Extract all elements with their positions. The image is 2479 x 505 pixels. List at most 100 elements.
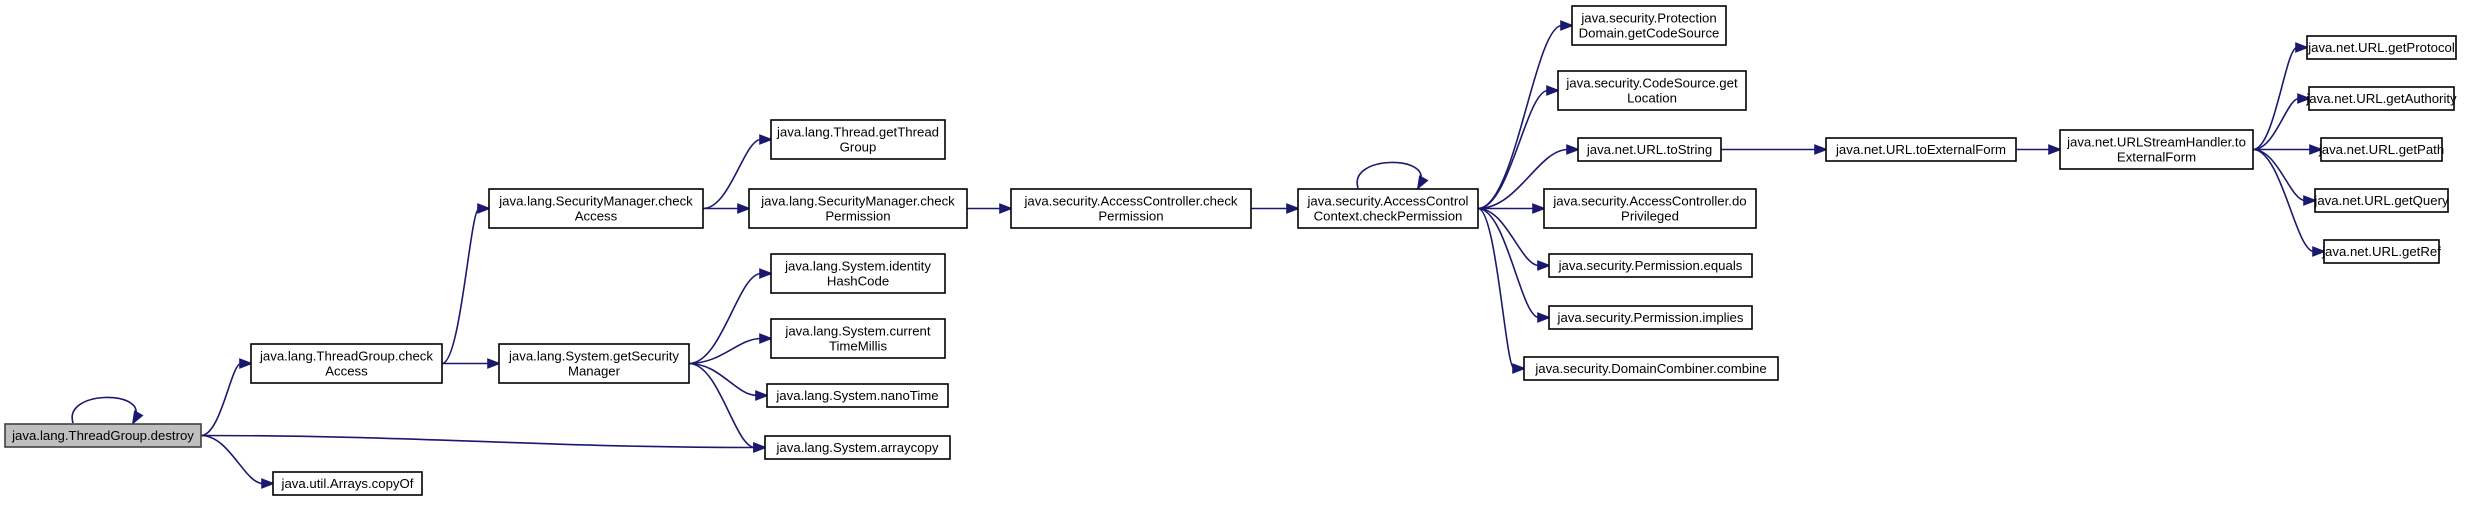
node-label-line: java.lang.SecurityManager.check bbox=[498, 194, 693, 209]
node-n19[interactable]: java.security.DomainCombiner.combine bbox=[1523, 356, 1779, 381]
edge-path bbox=[200, 434, 264, 485]
edge-arrowhead bbox=[737, 203, 752, 214]
self-loop-path bbox=[71, 396, 137, 424]
node-n18[interactable]: java.security.Permission.implies bbox=[1548, 305, 1753, 330]
node-box bbox=[766, 383, 949, 408]
edge-path bbox=[702, 138, 762, 210]
node-n12[interactable]: java.security.AccessControlContext.check… bbox=[1297, 188, 1479, 229]
node-label-line: Access bbox=[575, 209, 618, 224]
node-n25[interactable]: java.net.URL.getQuery bbox=[2313, 188, 2449, 213]
edge-path bbox=[200, 434, 756, 449]
edge-path bbox=[441, 207, 480, 365]
edge-arrowhead bbox=[487, 358, 502, 369]
node-label-line: java.security.Permission.equals bbox=[1558, 258, 1743, 273]
node-label-line: java.security.AccessController.check bbox=[1023, 194, 1237, 209]
node-label-line: java.lang.Thread.getThread bbox=[776, 125, 939, 140]
node-label-line: TimeMillis bbox=[829, 339, 888, 354]
edge-path bbox=[688, 362, 756, 449]
edge-arrowhead bbox=[1537, 312, 1552, 323]
node-label-line: java.security.AccessController.do bbox=[1552, 194, 1746, 209]
node-n10[interactable]: java.lang.System.arraycopy bbox=[764, 435, 951, 460]
node-box bbox=[1010, 188, 1252, 229]
node-n21[interactable]: java.net.URLStreamHandler.toExternalForm bbox=[2059, 129, 2254, 170]
edge-arrowhead bbox=[1546, 85, 1561, 96]
edge-n21-to-n22 bbox=[2252, 42, 2310, 151]
edge-path bbox=[688, 362, 758, 397]
node-n20[interactable]: java.net.URL.toExternalForm bbox=[1825, 137, 2017, 162]
edge-n12-to-n15 bbox=[1477, 144, 1581, 210]
node-box bbox=[1825, 137, 2017, 162]
node-n17[interactable]: java.security.Permission.equals bbox=[1548, 253, 1753, 278]
edge-arrowhead bbox=[1512, 363, 1527, 374]
node-label-line: java.security.Protection bbox=[1580, 11, 1716, 26]
edge-path bbox=[2252, 97, 2300, 151]
node-n9[interactable]: java.lang.System.nanoTime bbox=[766, 383, 949, 408]
edge-n0-to-n2 bbox=[200, 434, 276, 489]
self-loop-path bbox=[1356, 161, 1422, 189]
edge-n11-to-n12 bbox=[1250, 203, 1301, 214]
edge-path bbox=[1477, 207, 1540, 267]
node-label-line: java.lang.System.current bbox=[784, 324, 930, 339]
edge-n3-to-n6 bbox=[702, 203, 752, 214]
node-box bbox=[498, 343, 690, 384]
node-box bbox=[1557, 70, 1747, 111]
node-box bbox=[764, 435, 951, 460]
node-label-line: java.security.AccessControl bbox=[1307, 194, 1469, 209]
node-label-line: java.net.URL.toExternalForm bbox=[1835, 142, 2006, 157]
node-box bbox=[1571, 5, 1727, 46]
node-n11[interactable]: java.security.AccessController.checkPerm… bbox=[1010, 188, 1252, 229]
node-n23[interactable]: java.net.URL.getAuthority bbox=[2305, 86, 2457, 111]
edge-arrowhead bbox=[1566, 144, 1581, 155]
node-box bbox=[770, 318, 946, 359]
edge-n4-to-n8 bbox=[688, 333, 774, 365]
node-box bbox=[2320, 137, 2443, 162]
node-box bbox=[2314, 188, 2449, 213]
edge-n0-to-n10 bbox=[200, 434, 768, 453]
node-n0[interactable]: java.lang.ThreadGroup.destroy bbox=[4, 423, 202, 448]
node-box bbox=[4, 423, 202, 448]
node-n2[interactable]: java.util.Arrays.copyOf bbox=[272, 471, 423, 496]
node-label-line: Privileged bbox=[1621, 209, 1679, 224]
node-n26[interactable]: java.net.URL.getRef bbox=[2321, 239, 2441, 264]
node-n15[interactable]: java.net.URL.toString bbox=[1577, 137, 1722, 162]
edge-n1-to-n4 bbox=[441, 358, 502, 369]
edge-n21-to-n23 bbox=[2252, 93, 2312, 151]
node-label-line: Permission bbox=[1098, 209, 1163, 224]
edge-n21-to-n25 bbox=[2252, 148, 2318, 206]
node-label-line: java.lang.SecurityManager.check bbox=[760, 194, 955, 209]
node-label-line: java.lang.System.nanoTime bbox=[775, 388, 938, 403]
node-box bbox=[2323, 239, 2440, 264]
node-n13[interactable]: java.security.ProtectionDomain.getCodeSo… bbox=[1571, 5, 1727, 46]
edge-n15-to-n20 bbox=[1721, 144, 1829, 155]
node-n24[interactable]: java.net.URL.getPath bbox=[2318, 137, 2444, 162]
node-n6[interactable]: java.lang.SecurityManager.checkPermissio… bbox=[748, 188, 968, 229]
edge-n12-to-n14 bbox=[1477, 85, 1561, 210]
edge-arrowhead bbox=[477, 203, 492, 214]
edge-n4-to-n9 bbox=[688, 362, 770, 401]
edge-n12-to-n12 bbox=[1356, 161, 1429, 190]
edge-n12-to-n18 bbox=[1477, 207, 1552, 323]
node-box bbox=[2059, 129, 2254, 170]
node-label-line: HashCode bbox=[827, 274, 889, 289]
node-n16[interactable]: java.security.AccessController.doPrivile… bbox=[1543, 188, 1757, 229]
edge-path bbox=[2252, 148, 2315, 253]
edge-arrowhead bbox=[2295, 42, 2310, 53]
edge-path bbox=[1477, 207, 1515, 370]
node-label-line: java.lang.System.identity bbox=[784, 259, 931, 274]
node-label-line: java.net.URL.getQuery bbox=[2313, 193, 2449, 208]
edge-arrowhead bbox=[2309, 144, 2324, 155]
node-n22[interactable]: java.net.URL.getProtocol bbox=[2306, 35, 2457, 60]
node-label-line: java.net.URL.getProtocol bbox=[2307, 40, 2455, 55]
node-label-line: Domain.getCodeSource bbox=[1579, 26, 1720, 41]
edge-path bbox=[688, 337, 762, 365]
edge-n12-to-n16 bbox=[1477, 203, 1547, 214]
node-label-line: Location bbox=[1627, 91, 1677, 106]
